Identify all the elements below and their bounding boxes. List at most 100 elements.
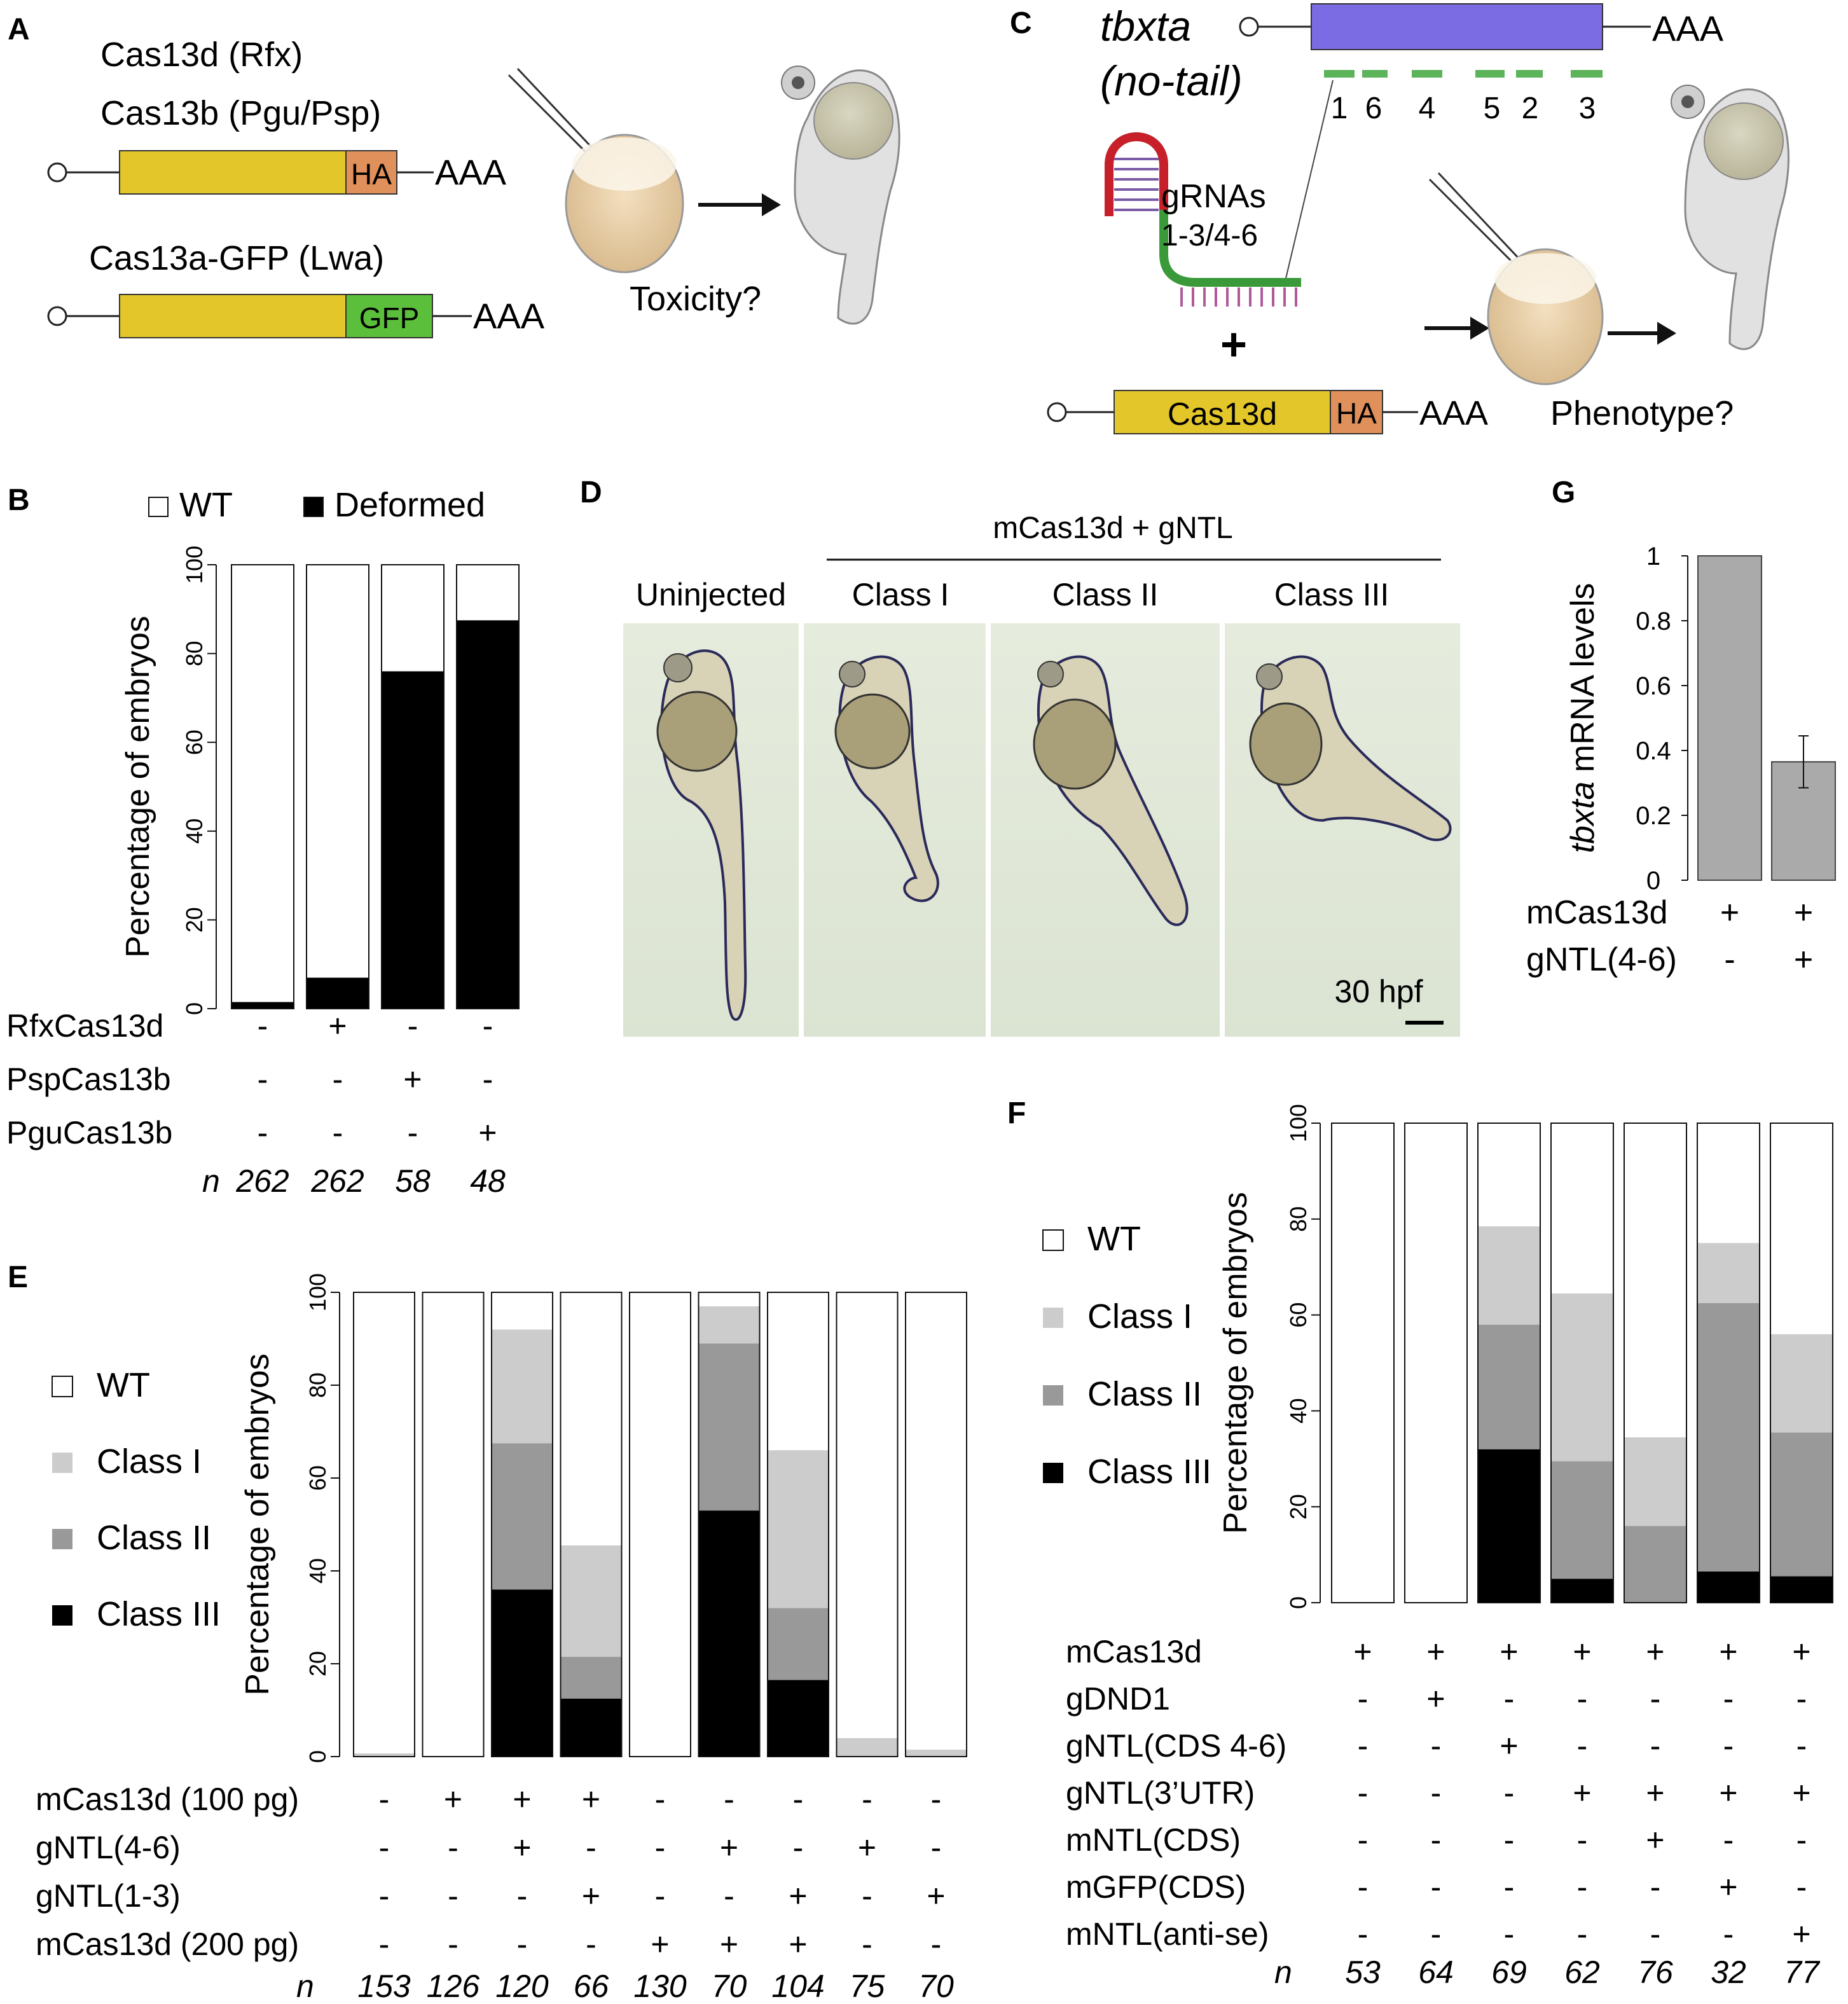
n-value: 153	[357, 1968, 411, 2004]
embryo-icon	[781, 66, 900, 325]
condition-mark: -	[1650, 1728, 1661, 1764]
bar-segment	[1551, 1461, 1613, 1579]
arrow-icon	[1424, 317, 1489, 340]
n-value: 69	[1491, 1954, 1527, 1990]
y-tick-label: 0.6	[1636, 672, 1671, 700]
condition-mark: -	[1431, 1869, 1442, 1905]
condition-mark: +	[1719, 1775, 1737, 1811]
condition-mark: -	[1504, 1916, 1515, 1952]
bar-outline	[629, 1292, 691, 1757]
bar-segment	[836, 1292, 898, 1738]
condition-mark: -	[724, 1781, 734, 1817]
bar-segment	[698, 1292, 760, 1306]
panel-letter-c: C	[1010, 6, 1032, 40]
y-tick-label: 80	[181, 641, 207, 667]
condition-label: gNTL(1-3)	[36, 1878, 181, 1914]
bar-segment	[560, 1292, 622, 1545]
bar-segment	[1697, 1243, 1760, 1303]
legend-label: Class I	[97, 1442, 202, 1481]
condition-mark: +	[927, 1878, 945, 1914]
cap-icon	[47, 162, 67, 183]
n-label: n	[202, 1163, 220, 1199]
n-value: 32	[1711, 1954, 1746, 1990]
bar-segment	[1551, 1293, 1613, 1462]
bar-segment	[768, 1680, 829, 1757]
condition-mark: -	[448, 1830, 459, 1865]
bar-outline	[381, 564, 445, 1009]
condition-mark: -	[1796, 1728, 1807, 1764]
bar-segment	[307, 565, 369, 978]
condition-mark: -	[1431, 1822, 1442, 1858]
condition-mark: +	[1719, 1869, 1737, 1905]
y-tick-label: 20	[181, 907, 207, 932]
condition-mark: -	[333, 1061, 343, 1097]
tag-label-ha: HA	[1336, 397, 1377, 430]
condition-mark: -	[379, 1926, 390, 1962]
bar-outline	[422, 1292, 485, 1757]
bar-segment	[492, 1443, 553, 1590]
plus-sign: +	[1220, 319, 1247, 370]
bar-outline	[698, 1292, 761, 1757]
condition-mark: -	[1358, 1681, 1369, 1717]
n-value: 64	[1418, 1954, 1454, 1990]
condition-mark: -	[1724, 941, 1735, 978]
condition-mark: +	[1353, 1634, 1372, 1669]
condition-mark: +	[1646, 1634, 1664, 1669]
bar-segment	[492, 1329, 553, 1444]
condition-mark: -	[1431, 1775, 1442, 1811]
condition-mark: -	[1577, 1822, 1588, 1858]
condition-mark: -	[258, 1115, 268, 1151]
bar-segment	[1770, 1334, 1833, 1433]
bar-outline	[353, 1292, 415, 1757]
condition-mark: +	[1792, 1634, 1810, 1669]
condition-mark: -	[586, 1830, 596, 1865]
cas13d-label: Cas13d	[1168, 396, 1277, 432]
condition-label: mNTL(CDS)	[1066, 1822, 1241, 1858]
condition-mark: -	[862, 1878, 872, 1914]
condition-mark: -	[1358, 1775, 1369, 1811]
condition-mark: +	[1794, 894, 1813, 931]
cap-icon	[1239, 17, 1259, 37]
y-tick-label: 60	[1285, 1303, 1311, 1328]
gene-name: tbxta	[1100, 3, 1191, 50]
condition-mark: -	[448, 1926, 459, 1962]
polya-tail: AAA	[1652, 8, 1724, 48]
condition-mark: -	[1358, 1916, 1369, 1952]
condition-mark: +	[1500, 1728, 1518, 1764]
y-tick-label: 100	[1285, 1104, 1311, 1142]
y-axis-label: Percentage of embryos	[239, 1353, 276, 1696]
photo-label-class-i: Class I	[852, 577, 949, 612]
condition-label: RfxCas13d	[6, 1008, 163, 1044]
condition-mark: -	[586, 1926, 596, 1962]
condition-label: gNTL(4-6)	[1526, 941, 1677, 978]
bar-segment	[630, 1292, 691, 1757]
condition-mark: +	[478, 1115, 497, 1151]
guide-position-3: 3	[1579, 92, 1596, 125]
condition-mark: -	[1504, 1681, 1515, 1717]
y-tick-label: 0	[1646, 867, 1660, 895]
condition-mark: -	[1577, 1869, 1588, 1905]
bar-segment	[1551, 1123, 1613, 1294]
condition-mark: +	[582, 1781, 600, 1817]
legend-label: WT	[97, 1366, 150, 1404]
condition-label: gNTL(CDS 4-6)	[1066, 1728, 1286, 1764]
condition-mark: +	[328, 1008, 347, 1044]
bar-outline	[491, 1292, 553, 1757]
bar-segment	[560, 1657, 622, 1699]
zoom-line	[1284, 79, 1334, 284]
group-label: mCas13d + gNTL	[993, 511, 1233, 545]
bar-segment	[1624, 1123, 1686, 1437]
bar-outline	[905, 1292, 967, 1757]
bar-segment	[1551, 1579, 1613, 1603]
condition-mark: -	[1796, 1822, 1807, 1858]
gene-alias: (no-tail)	[1100, 57, 1243, 104]
toxicity-question: Toxicity?	[630, 280, 761, 318]
condition-mark: -	[1723, 1681, 1734, 1717]
y-axis-label-rest: mRNA levels	[1564, 583, 1601, 782]
legend-swatch	[1043, 1308, 1063, 1328]
condition-mark: -	[408, 1008, 418, 1044]
arrow-icon	[698, 193, 781, 216]
bar-segment	[1405, 1123, 1467, 1603]
tag-label-ha: HA	[351, 158, 392, 191]
